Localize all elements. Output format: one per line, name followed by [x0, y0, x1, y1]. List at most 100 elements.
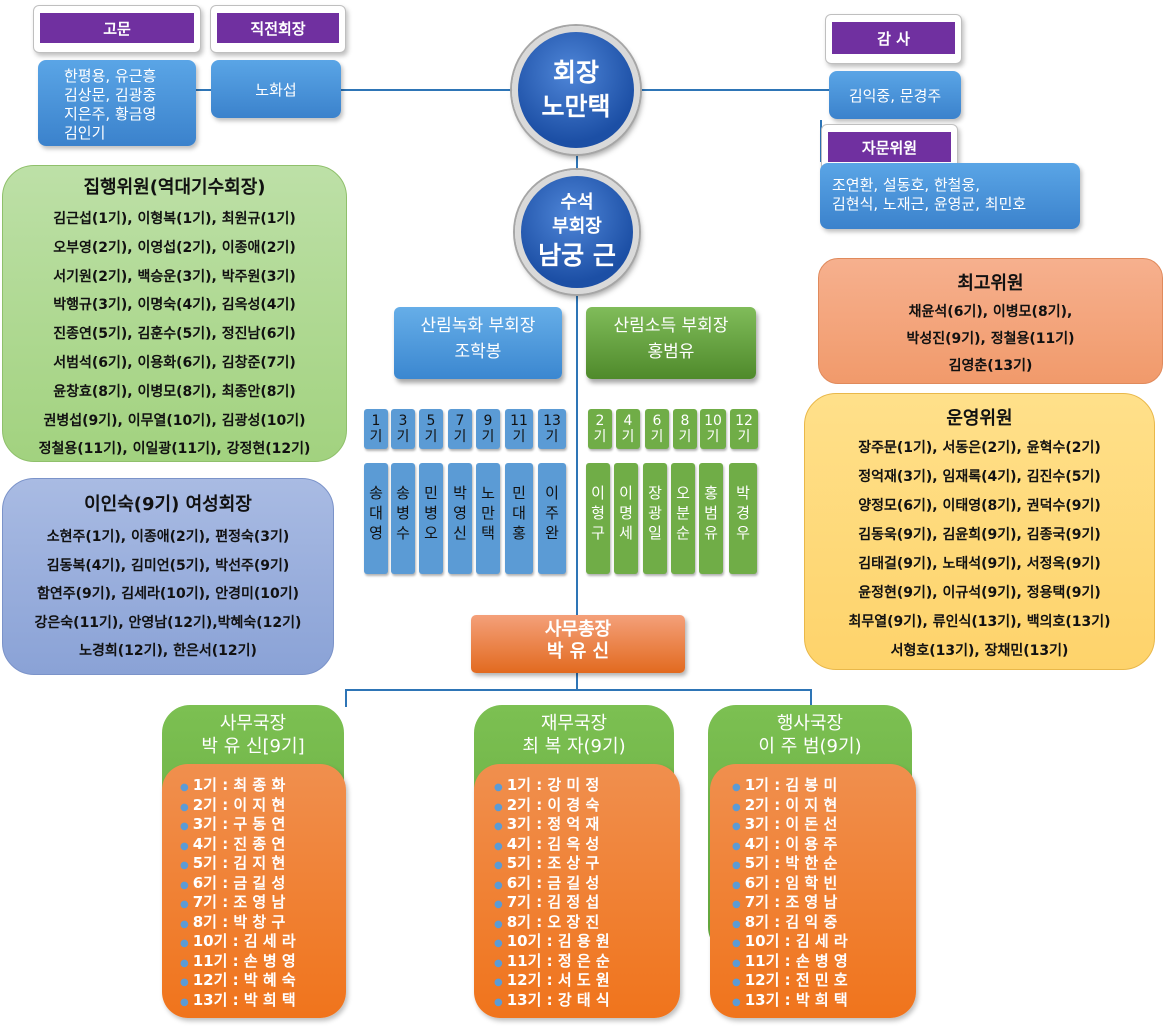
roster-item: ●2기 : 이 경 숙 [494, 795, 600, 814]
bullet-icon: ● [494, 977, 503, 988]
operation-row: 최무열(9기), 류인식(13기), 백의호(13기) [848, 614, 1111, 630]
operation-row: 서형호(13기), 장채민(13기) [890, 643, 1069, 659]
bullet-icon: ● [732, 860, 741, 871]
bullet-icon: ● [494, 899, 503, 910]
bullet-icon: ● [732, 879, 741, 891]
executive-row: 오부영(2기), 이영섭(2기), 이종애(2기) [53, 239, 296, 256]
roster-item: ●5기 : 김 지 현 [180, 854, 286, 872]
operation-panel: 운영위원 장주문(1기), 서동은(2기), 윤혁수(2기) 정억재(3기), … [804, 393, 1155, 670]
roster-item: ●3기 : 정 억 재 [494, 815, 600, 833]
president-name: 노만택 [541, 92, 611, 121]
bullet-icon: ● [494, 860, 503, 871]
auditor-box: 김익중, 문경주 [829, 71, 961, 119]
secretary-general-title: 사무총장 [544, 619, 612, 640]
senior-vp-circle: 수석 부회장 남궁 근 [515, 170, 639, 294]
bullet-icon: ● [732, 840, 741, 852]
women-row: 함연주(9기), 김세라(10기), 안경미(10기) [36, 586, 300, 602]
roster-item: ●6기 : 임 학 빈 [732, 873, 838, 892]
bullet-icon: ● [494, 879, 503, 891]
operation-title: 운영위원 [946, 408, 1013, 429]
bullet-icon: ● [180, 996, 189, 1008]
roster-item: ●6기 : 금 길 성 [494, 873, 600, 892]
executive-row: 윤창효(8기), 이병모(8기), 최종안(8기) [53, 383, 296, 400]
bullet-icon: ● [180, 840, 189, 852]
dept-finance-name: 최 복 자(9기) [522, 736, 626, 757]
bullet-icon: ● [180, 860, 189, 871]
dept-finance-roster: ●1기 : 강 미 정 ●2기 : 이 경 숙 ●3기 : 정 억 재 ●4기 … [474, 764, 680, 1018]
senior-vp-line2: 부회장 [552, 216, 602, 237]
women-row: 김동복(4기), 김미언(5기), 박선주(9기) [46, 557, 290, 574]
women-row: 노경희(12기), 한은서(12기) [79, 643, 257, 659]
consultant-name-row: 김현식, 노재근, 윤영균, 최민호 [832, 195, 1027, 213]
bullet-icon: ● [180, 879, 189, 891]
roster-item: ●5기 : 조 상 구 [494, 854, 600, 872]
roster-item: ●13기 : 강 태 식 [494, 990, 610, 1009]
roster-item: ●8기 : 박 창 구 [180, 912, 286, 931]
supreme-panel: 최고위원 채윤석(6기), 이병모(8기), 박성진(9기), 정철용(11기)… [818, 258, 1163, 384]
connector-president-senior [576, 150, 578, 175]
connector-main-vertical [576, 295, 578, 615]
roster-item: ●13기 : 박 희 택 [732, 990, 848, 1009]
executive-row: 서범석(6기), 이용화(6기), 김창준(7기) [53, 354, 296, 371]
vp-income-name: 홍범유 [647, 342, 695, 362]
roster-item: ●1기 : 최 종 화 [180, 776, 286, 794]
women-row: 강은숙(11기), 안영남(12기),박혜숙(12기) [34, 614, 302, 631]
former-president-title: 직전회장 [217, 13, 339, 43]
bullet-icon: ● [732, 801, 741, 813]
advisor-name-row: 한평용, 유근흥 [64, 67, 157, 85]
executive-row: 김근섭(1기), 이형복(1기), 최원규(1기) [53, 211, 296, 227]
consultant-name-row: 조연환, 설동호, 한철웅, [832, 176, 981, 194]
dept-event-name: 이 주 범(9기) [758, 736, 862, 757]
bullet-icon: ● [494, 938, 503, 949]
bullet-icon: ● [494, 801, 503, 813]
vp-green-box: 산림녹화 부회장 조학봉 [394, 307, 562, 379]
roster-item: ●1기 : 강 미 정 [494, 776, 600, 794]
bullet-icon: ● [732, 996, 741, 1008]
connector-dept-left [345, 689, 347, 707]
secretary-general-box: 사무총장 박 유 신 [471, 615, 685, 673]
bullet-icon: ● [732, 938, 741, 949]
bullet-icon: ● [494, 840, 503, 852]
bullet-icon: ● [732, 821, 741, 832]
bullet-icon: ● [180, 801, 189, 813]
executive-row: 정철용(11기), 이일광(11기), 강정현(12기) [38, 441, 311, 458]
supreme-title: 최고위원 [957, 273, 1024, 294]
operation-row: 윤정현(9기), 이규석(9기), 정용택(9기) [858, 585, 1101, 601]
former-president-name: 노화섭 [255, 80, 297, 99]
roster-item: ●4기 : 김 옥 성 [494, 834, 600, 853]
roster-item: ●7기 : 김 정 섭 [494, 893, 600, 911]
bullet-icon: ● [180, 957, 189, 969]
vp-green-title: 산림녹화 부회장 [420, 316, 536, 336]
bullet-icon: ● [732, 957, 741, 969]
supreme-row: 채윤석(6기), 이병모(8기), [908, 304, 1073, 320]
vp-green-name: 조학봉 [454, 342, 502, 362]
operation-row: 김태걸(9기), 노태석(9기), 서정옥(9기) [858, 556, 1101, 572]
operation-row: 김동욱(9기), 김윤희(9기), 김종국(9기) [858, 527, 1101, 543]
bullet-icon: ● [180, 938, 189, 949]
women-title: 이인숙(9기) 여성회장 [84, 494, 252, 515]
roster-item: ●2기 : 이 지 현 [180, 795, 286, 814]
executive-row: 진종연(5기), 김훈수(5기), 정진남(6기) [53, 326, 296, 343]
roster-item: ●10기 : 김 세 라 [180, 932, 296, 950]
roster-item: ●6기 : 금 길 성 [180, 873, 286, 892]
roster-item: ●5기 : 박 한 순 [732, 854, 838, 872]
roster-item: ●2기 : 이 지 현 [732, 795, 838, 814]
dept-office-title: 사무국장 [219, 713, 287, 734]
operation-row: 정억재(3기), 임재록(4기), 김진수(5기) [858, 469, 1101, 485]
bullet-icon: ● [494, 996, 503, 1008]
bullet-icon: ● [180, 782, 189, 793]
supreme-row: 박성진(9기), 정철용(11기) [906, 331, 1075, 347]
roster-item: ●11기 : 손 병 영 [732, 951, 848, 970]
senior-vp-name: 남궁 근 [538, 241, 616, 270]
